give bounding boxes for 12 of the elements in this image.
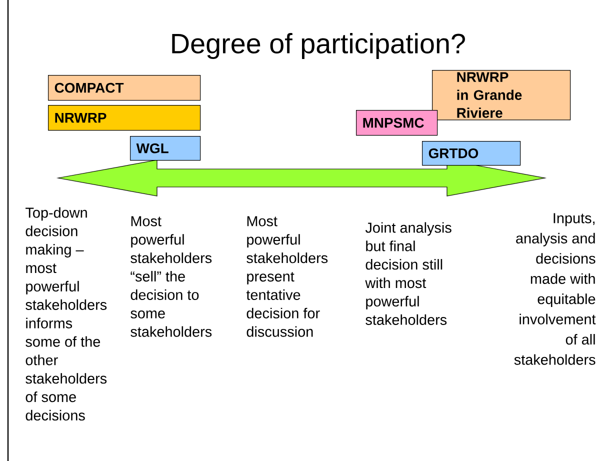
program-box: WGL	[130, 136, 201, 161]
description-text: Joint analysis but final decision still with most powerful stakeholders	[365, 222, 452, 325]
description-text: Most powerful stakeholders “sell” the decision to some stakeholders	[130, 216, 212, 337]
program-box: NRWRP in Grande Riviere	[432, 70, 571, 120]
program-box: NRWRP	[48, 105, 201, 131]
description-text: Most powerful stakeholders present tentative decision for discussion	[246, 216, 328, 337]
program-box: MNPSMC	[356, 110, 438, 136]
program-box: GRTDO	[422, 141, 521, 166]
description-text: Top-down decision making – most powerful stakeholders informs some of the other stakeholders of some decisions	[26, 207, 107, 421]
description-text: Inputs, analysis and decisions made with equitable involvement of all stakeholders	[514, 213, 596, 365]
title: Degree of participation?	[172, 33, 465, 59]
program-box: COMPACT	[48, 75, 201, 101]
